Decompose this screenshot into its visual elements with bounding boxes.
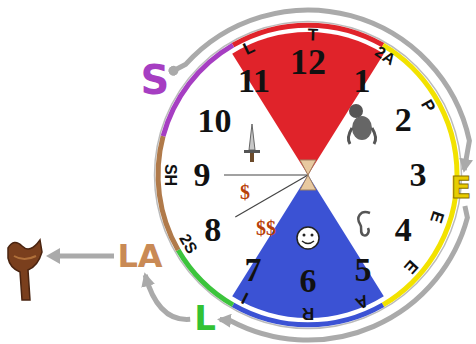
ring-letter: R [302,305,314,322]
money-sign: $ [240,182,250,202]
saddle-detail [14,256,36,259]
clock-face [155,22,462,329]
clock-number: 3 [410,158,427,192]
smiley-eye [311,234,314,237]
rim-band [233,25,383,45]
clock-number: 4 [395,213,412,247]
letter-node: E [449,172,474,204]
pointer-arrowhead [46,248,60,264]
rim-band [158,136,178,250]
letter-node: S [139,59,172,101]
smiley-mouth [302,241,314,244]
node-letter: S [141,60,170,100]
ring-letter: T [307,26,318,43]
letter-node: L [192,300,218,336]
money-sign: $$ [256,218,276,238]
clock-number: 8 [204,213,221,247]
dagger-hilt [250,153,254,162]
clock-number: 5 [355,253,372,287]
node-letter: LA [117,240,162,272]
clock-number: 11 [238,64,270,98]
hourglass [300,160,316,190]
clock-number: 7 [245,253,262,287]
ring-letter: E [400,257,420,277]
ear-icon [358,212,370,235]
clock-number: 1 [354,64,371,98]
clock-number: 9 [194,158,211,192]
clock-hand-line [224,174,308,175]
clock-number: 12 [290,44,326,80]
dagger-guard [244,150,260,153]
ape-arms [348,128,375,144]
clock-number: 6 [300,264,317,298]
ape-body [352,116,372,140]
ring-letter: A [353,292,371,312]
flow-arrow [220,206,468,340]
ring-letter: 2S [177,232,201,257]
pointer-arrow [58,254,114,259]
ring-letter: 2A [372,44,398,69]
rim-band [178,250,233,305]
node-letter: L [194,301,216,335]
clock-hand-line [235,175,308,217]
smiley-face [297,227,319,249]
dagger-blade [249,124,255,150]
clock-number: 2 [395,103,412,137]
flow-arrow [145,275,190,319]
smiley-eye [303,234,306,237]
saddle-picture [8,240,42,300]
ape-head [349,104,363,118]
letter-node: LA [115,239,164,273]
ring-letter: E [427,209,447,225]
ring-letter: P [417,97,437,115]
blue-wedge [232,175,384,318]
flow-arrow [173,10,469,170]
ring-letter: I [239,289,251,306]
clock-number: 10 [197,104,231,138]
ring-letter: L [241,38,258,58]
node-letter: E [451,173,472,203]
ring-letter: SH [162,164,178,186]
red-wedge [232,32,384,175]
